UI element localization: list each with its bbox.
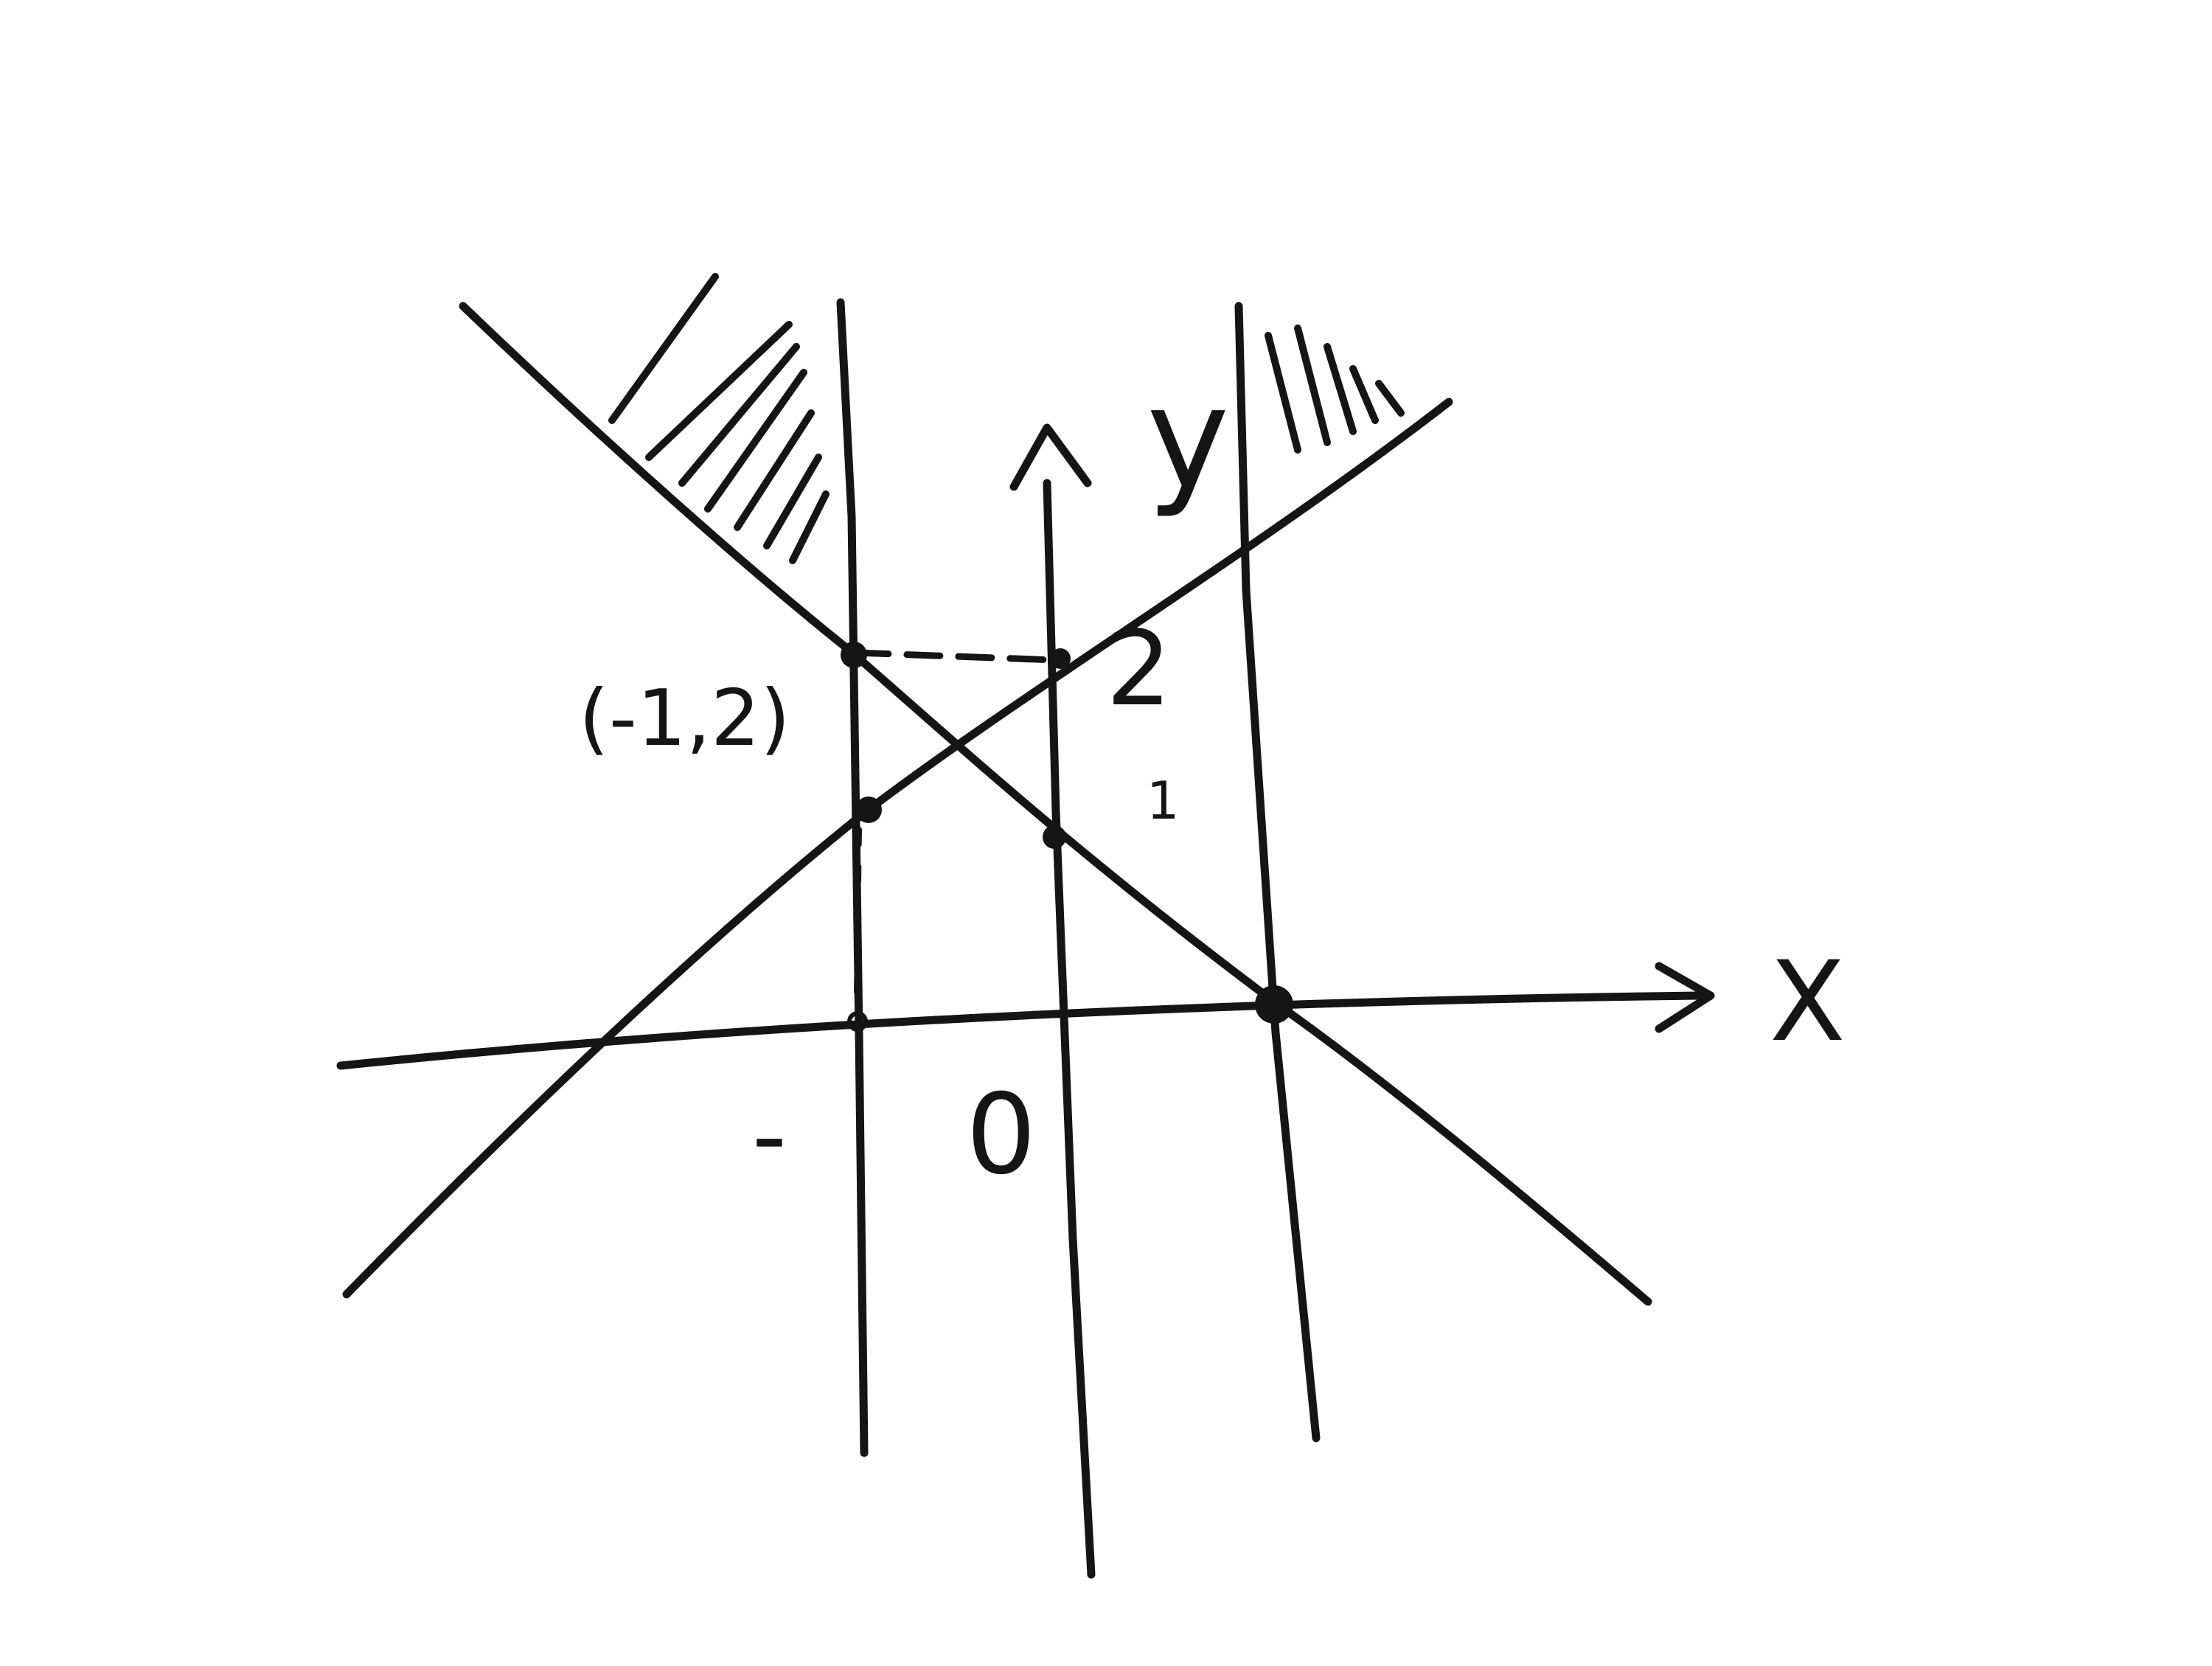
vertical-line-right <box>1234 302 1321 1443</box>
point-x-neg-one-axis <box>847 1011 868 1032</box>
point-y-one <box>1043 825 1066 849</box>
point-x-intercept <box>1255 985 1293 1024</box>
point-intersection-ascending <box>855 796 882 823</box>
x-axis-arrowhead <box>1655 962 1715 1033</box>
tick-label-two: 2 <box>1106 609 1172 729</box>
x-axis-label: X <box>1770 938 1846 1066</box>
dotted-drop-line <box>854 827 862 995</box>
line-ascending <box>342 398 1453 1299</box>
origin-label: 0 <box>966 1071 1036 1199</box>
point-label: (-1,2) <box>579 673 790 763</box>
dashed-guide-line <box>852 649 1058 664</box>
x-axis <box>336 991 1704 1070</box>
tick-label-one: 1 <box>1147 771 1180 831</box>
y-axis <box>1043 479 1096 1579</box>
hatched-region-left <box>608 273 830 564</box>
point-neg-one-two <box>841 642 867 668</box>
tick-label-neg-one: - <box>752 1080 787 1192</box>
line-descending <box>459 302 1652 1306</box>
y-axis-label: y <box>1147 357 1229 520</box>
vertical-line-x-neg-one <box>836 298 869 1457</box>
hatched-region-right <box>1265 324 1405 454</box>
y-axis-arrowhead <box>1009 423 1092 491</box>
point-y-two <box>1050 648 1071 669</box>
